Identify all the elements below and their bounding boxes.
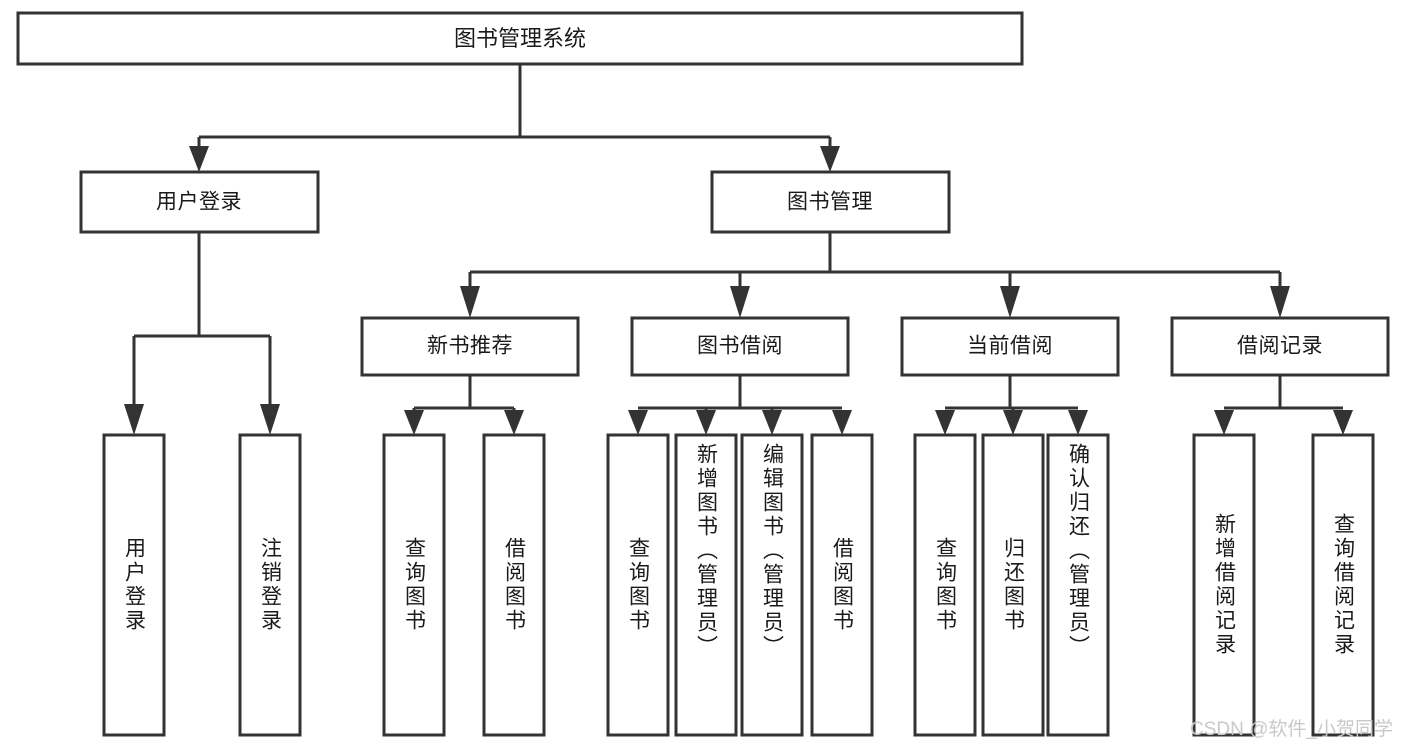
node-box-new-book-recommend[interactable] [360, 316, 580, 377]
arrow-leaf-query-record [1333, 410, 1353, 435]
node-label-new-book-recommend: 新书推荐 [427, 335, 513, 358]
arrow-user-login [189, 146, 209, 172]
node-book-management[interactable]: 图书管理 [710, 170, 951, 234]
node-user-login[interactable]: 用户登录 [79, 170, 320, 234]
connectors-user-login-to-leaves [124, 232, 280, 435]
node-new-book-recommend[interactable]: 新书推荐 [360, 316, 580, 377]
connectors-root-to-level2 [189, 64, 840, 172]
node-label-current-borrow: 当前借阅 [967, 335, 1053, 358]
node-root[interactable]: 图书管理系统 [16, 11, 1024, 66]
node-box-leaf-add-record[interactable] [1192, 433, 1256, 737]
connectors-current-borrow-to-leaves [935, 375, 1088, 435]
connectors-borrow-record-to-leaves [1214, 375, 1353, 435]
node-box-leaf-query-book-2[interactable] [606, 433, 670, 737]
arrow-leaf-user-login [124, 404, 144, 435]
node-box-leaf-query-record[interactable] [1311, 433, 1375, 737]
node-label-borrow-record: 借阅记录 [1237, 335, 1323, 358]
arrow-leaf-query-book-1 [404, 410, 424, 435]
node-box-book-borrow[interactable] [630, 316, 850, 377]
node-box-leaf-add-book[interactable] [674, 433, 738, 737]
arrow-leaf-query-book-3 [935, 410, 955, 435]
node-box-leaf-query-book-1[interactable] [382, 433, 446, 737]
node-box-leaf-return-book[interactable] [981, 433, 1045, 737]
node-box-book-management[interactable] [710, 170, 951, 234]
arrow-leaf-query-book-2 [628, 410, 648, 435]
node-current-borrow[interactable]: 当前借阅 [900, 316, 1120, 377]
node-borrow-record[interactable]: 借阅记录 [1170, 316, 1390, 377]
arrow-leaf-confirm-return [1068, 410, 1088, 435]
node-label-root: 图书管理系统 [454, 26, 586, 51]
node-box-borrow-record[interactable] [1170, 316, 1390, 377]
arrow-leaf-add-book [696, 410, 716, 435]
arrow-book-borrow [730, 286, 750, 318]
node-box-leaf-user-logout[interactable] [238, 433, 302, 737]
node-box-user-login[interactable] [79, 170, 320, 234]
connectors-book-borrow-to-leaves [628, 375, 852, 435]
arrow-leaf-user-logout [260, 404, 280, 435]
node-box-leaf-confirm-return[interactable] [1046, 433, 1110, 737]
node-box-leaf-query-book-3[interactable] [913, 433, 977, 737]
arrow-leaf-edit-book [762, 410, 782, 435]
node-label-user-login: 用户登录 [156, 191, 242, 214]
node-label-book-borrow: 图书借阅 [697, 335, 783, 358]
node-box-leaf-borrow-book-1[interactable] [482, 433, 546, 737]
connectors-book-management-to-level3 [460, 232, 1290, 318]
node-box-current-borrow[interactable] [900, 316, 1120, 377]
node-box-leaf-edit-book[interactable] [740, 433, 804, 737]
connectors-new-book-to-leaves [404, 375, 524, 435]
arrow-new-book-recommend [460, 286, 480, 318]
arrow-leaf-return-book [1003, 410, 1023, 435]
node-box-root[interactable] [16, 11, 1024, 66]
arrow-leaf-add-record [1214, 410, 1234, 435]
node-label-book-management: 图书管理 [787, 191, 873, 214]
arrow-leaf-borrow-book-1 [504, 410, 524, 435]
arrow-current-borrow [1000, 286, 1020, 318]
arrow-leaf-borrow-book-2 [832, 410, 852, 435]
leaf-boxes [102, 433, 1375, 737]
node-box-leaf-borrow-book-2[interactable] [810, 433, 874, 737]
watermark-text: CSDN @软件_小贺同学 [1190, 719, 1393, 740]
arrow-book-management [820, 146, 840, 172]
node-box-leaf-user-login[interactable] [102, 433, 166, 737]
node-book-borrow[interactable]: 图书借阅 [630, 316, 850, 377]
arrow-borrow-record [1270, 286, 1290, 318]
